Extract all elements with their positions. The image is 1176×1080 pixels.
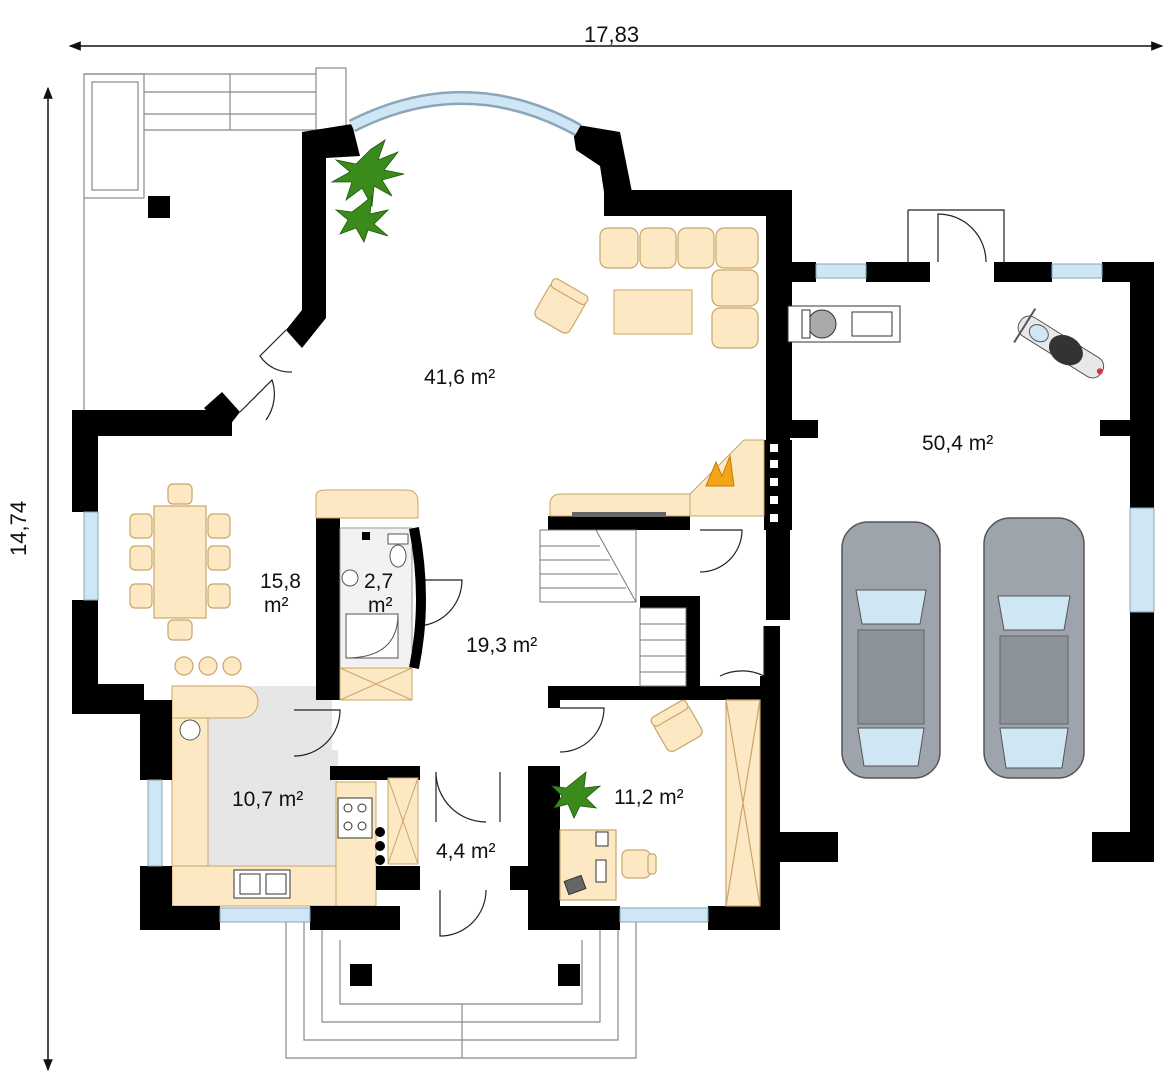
armchair-icon xyxy=(534,278,589,334)
entrance-porch xyxy=(285,910,637,1059)
wc-area-line1: 2,7 xyxy=(364,570,394,593)
width-dimension-label: 17,83 xyxy=(584,22,640,47)
car-icon xyxy=(983,517,1085,779)
workbench-icon xyxy=(787,305,901,343)
coffee-table xyxy=(613,289,693,335)
plant-icon xyxy=(330,139,602,819)
living-room-area: 41,6 m² xyxy=(424,366,496,389)
tv-stand xyxy=(549,493,691,517)
kitchen-area: 10,7 m² xyxy=(232,788,304,811)
oven-knobs xyxy=(375,687,641,865)
porch-column xyxy=(350,964,372,986)
dining-area-line2: m² xyxy=(264,594,289,617)
wc-area-line2: m² xyxy=(368,594,393,617)
porch-column xyxy=(558,964,580,986)
fireplace-icon xyxy=(687,439,778,522)
garage-area: 50,4 m² xyxy=(922,432,994,455)
pantry-cabinet xyxy=(387,777,419,865)
extractor-icon xyxy=(179,719,201,741)
study-area: 11,2 m² xyxy=(614,786,684,809)
desk-chair-icon xyxy=(621,849,657,879)
dining-area-line1: 15,8 xyxy=(260,570,301,593)
kitchen-floor xyxy=(208,750,338,866)
depth-dimension-label: 14,74 xyxy=(6,500,31,556)
sink-icon xyxy=(341,569,359,587)
computer-icon xyxy=(563,831,609,896)
armchair-icon xyxy=(650,699,703,752)
terrace xyxy=(83,67,347,410)
car-icon xyxy=(841,521,941,779)
door xyxy=(239,209,1005,937)
staircase xyxy=(539,529,687,687)
terrace-post xyxy=(148,196,170,218)
dining-table xyxy=(129,483,242,676)
walls xyxy=(72,124,1154,930)
window xyxy=(83,263,1155,923)
toilet-icon xyxy=(387,533,409,568)
motorcycle-icon xyxy=(1013,308,1105,379)
wc-toilet-square xyxy=(362,532,370,540)
kitchen-sink-icon xyxy=(233,869,291,899)
hall-area: 19,3 m² xyxy=(466,634,538,657)
bay-window xyxy=(348,91,582,137)
vestibule-area: 4,4 m² xyxy=(436,840,496,863)
shower-icon xyxy=(345,613,399,659)
sofa-icon xyxy=(599,227,759,349)
stove-icon xyxy=(337,797,373,839)
